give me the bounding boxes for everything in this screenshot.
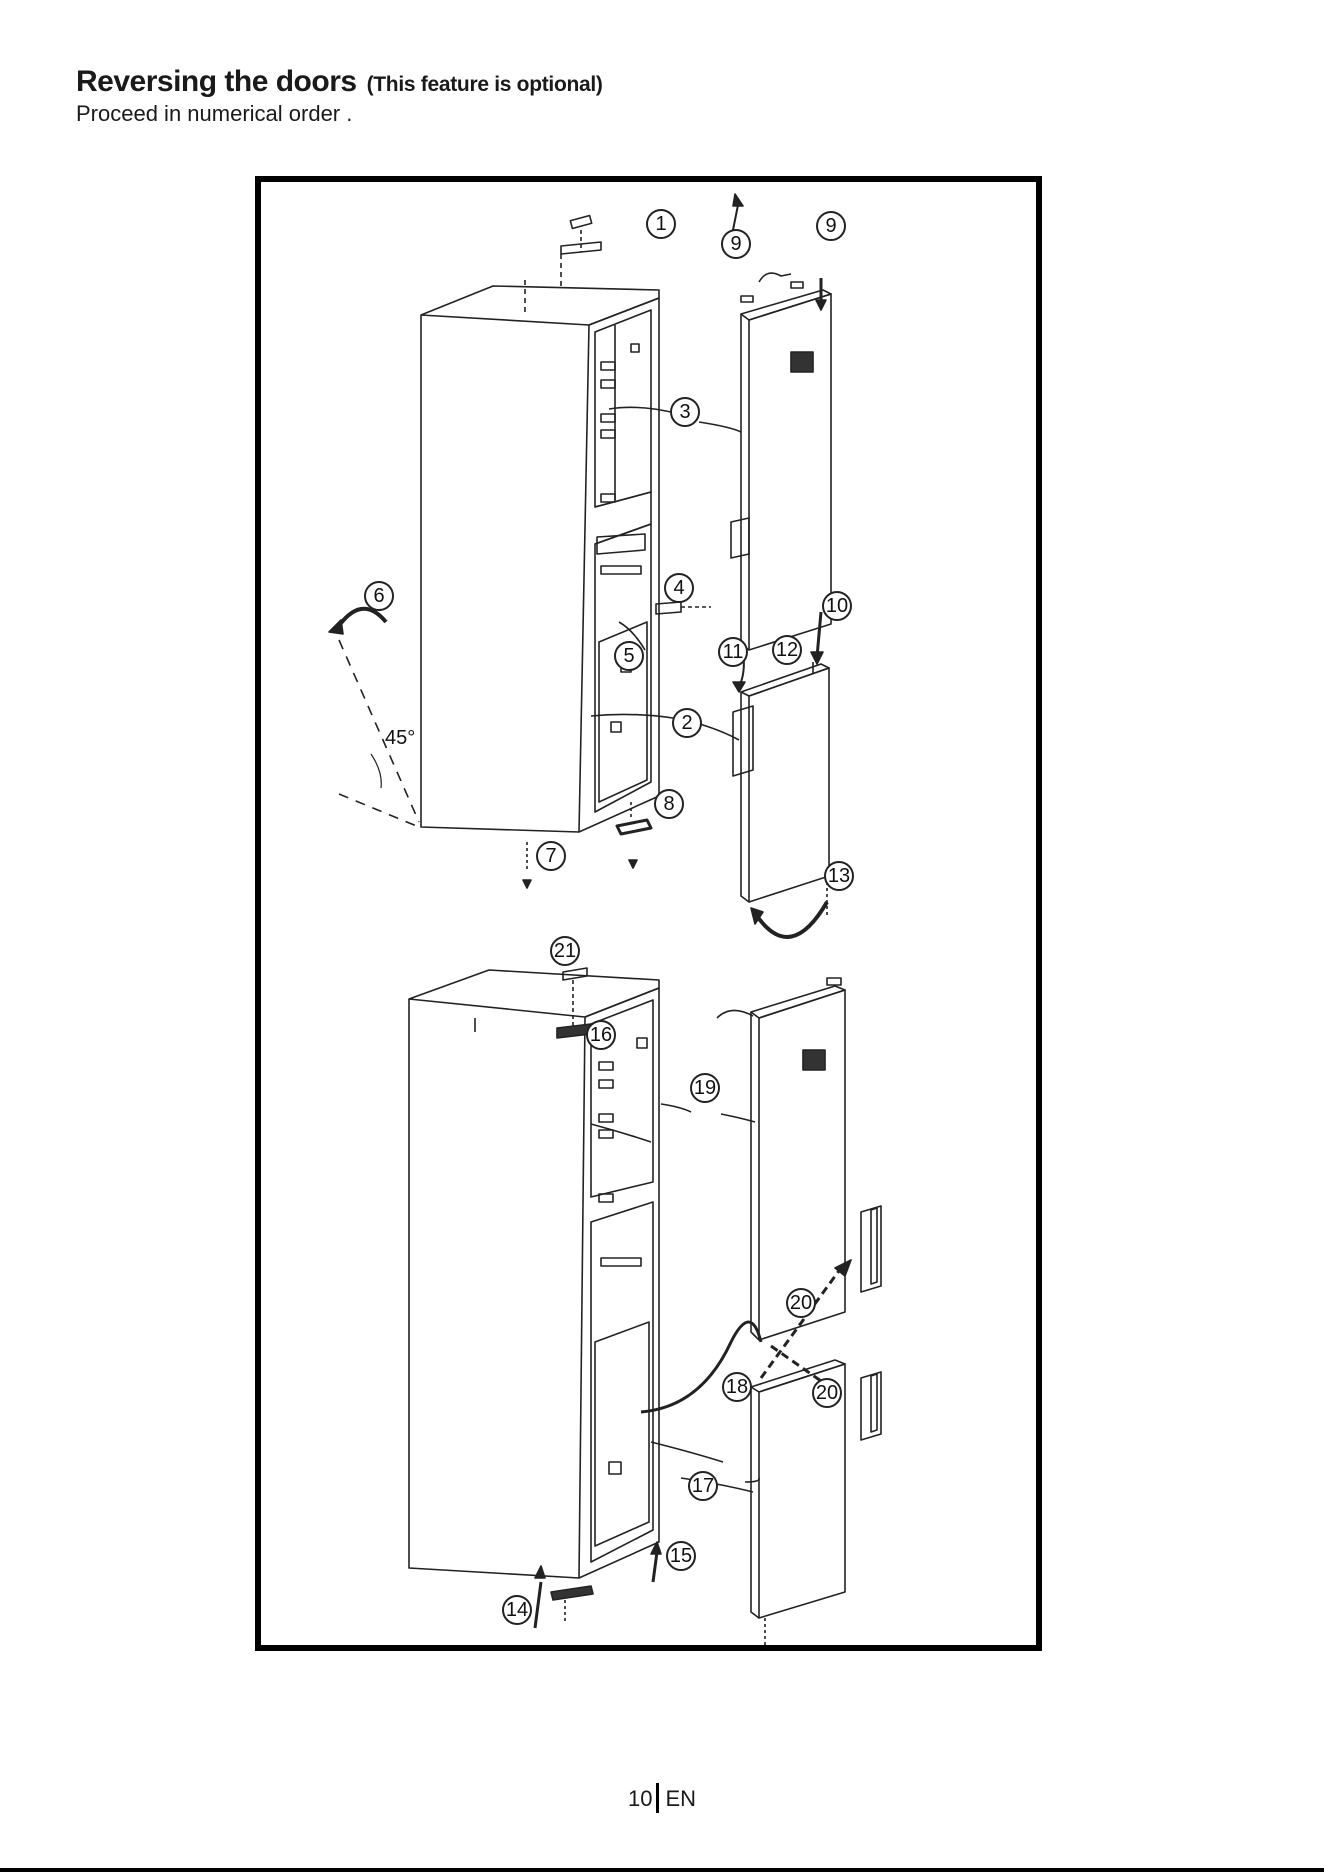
svg-text:9: 9 bbox=[825, 215, 836, 237]
page-number: 10 bbox=[628, 1786, 652, 1811]
footer-separator bbox=[656, 1783, 659, 1813]
handles-right bbox=[861, 1206, 881, 1440]
svg-text:1: 1 bbox=[655, 213, 666, 235]
heading-title: Reversing the doors bbox=[76, 65, 357, 98]
fridge-body-bottom bbox=[409, 970, 659, 1578]
tilt-angle-label: 45° bbox=[385, 727, 415, 749]
svg-text:18: 18 bbox=[726, 1376, 748, 1398]
svg-text:7: 7 bbox=[545, 845, 556, 867]
svg-text:14: 14 bbox=[506, 1599, 528, 1621]
page-footer: 10 EN bbox=[0, 1786, 1324, 1813]
svg-text:8: 8 bbox=[663, 793, 674, 815]
diagram-drawing: 1 2 3 4 5 6 7 8 9 9 10 11 12 13 14 15 16… bbox=[261, 182, 1036, 1645]
svg-text:6: 6 bbox=[373, 585, 384, 607]
svg-text:13: 13 bbox=[828, 865, 850, 887]
bottom-rule bbox=[0, 1868, 1324, 1872]
svg-text:10: 10 bbox=[826, 595, 848, 617]
svg-text:3: 3 bbox=[679, 401, 690, 423]
svg-text:15: 15 bbox=[670, 1545, 692, 1567]
svg-text:9: 9 bbox=[730, 233, 741, 255]
upper-door-top bbox=[731, 290, 831, 650]
svg-text:17: 17 bbox=[692, 1475, 714, 1497]
svg-text:19: 19 bbox=[694, 1077, 716, 1099]
instruction-text: Proceed in numerical order . bbox=[76, 101, 352, 127]
svg-text:11: 11 bbox=[723, 641, 744, 663]
fridge-body-top bbox=[421, 286, 659, 832]
svg-text:16: 16 bbox=[590, 1024, 612, 1046]
door-reversal-diagram: 1 2 3 4 5 6 7 8 9 9 10 11 12 13 14 15 16… bbox=[255, 176, 1042, 1651]
upper-door-bottom bbox=[751, 986, 845, 1340]
heading-note: (This feature is optional) bbox=[367, 73, 603, 96]
svg-text:21: 21 bbox=[554, 940, 576, 962]
svg-text:20: 20 bbox=[816, 1382, 838, 1404]
lower-door-top bbox=[733, 664, 829, 902]
svg-text:5: 5 bbox=[623, 645, 634, 667]
svg-text:4: 4 bbox=[673, 577, 684, 599]
top-hinge-parts bbox=[525, 216, 601, 315]
svg-text:12: 12 bbox=[776, 639, 798, 661]
step-labels: 1 2 3 4 5 6 7 8 9 9 10 11 12 13 14 15 16… bbox=[373, 213, 850, 1621]
svg-text:20: 20 bbox=[790, 1292, 812, 1314]
svg-text:2: 2 bbox=[681, 712, 692, 734]
page-heading: Reversing the doors (This feature is opti… bbox=[76, 62, 603, 99]
language-code: EN bbox=[665, 1786, 696, 1811]
